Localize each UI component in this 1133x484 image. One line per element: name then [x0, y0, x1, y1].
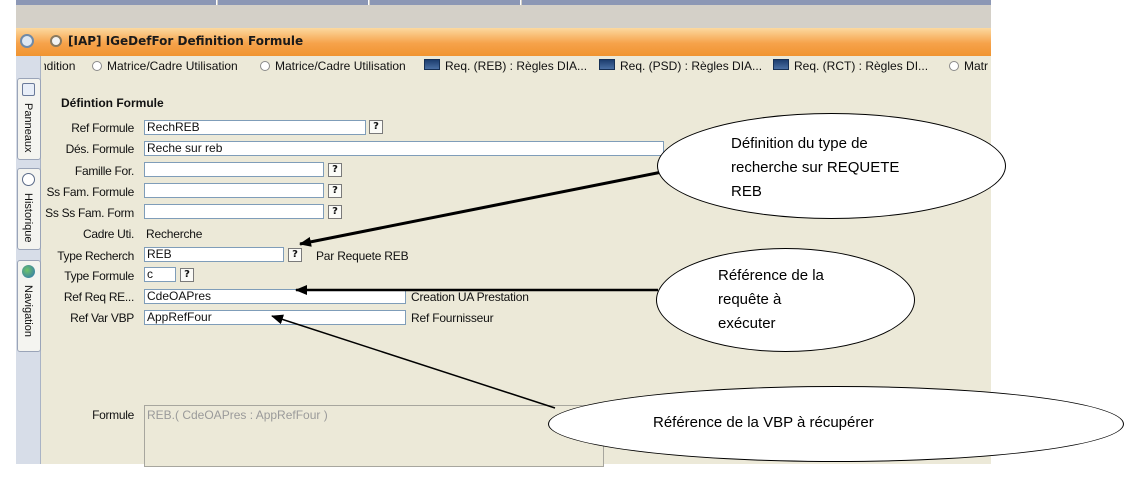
globe-icon: [22, 265, 35, 278]
sidebar-item-historique[interactable]: Historique: [17, 168, 41, 250]
callout-line: recherche sur REQUETE: [731, 159, 900, 176]
window-titlebar[interactable]: [IAP] IGeDefFor Definition Formule: [16, 28, 991, 56]
circle-c-icon: [92, 61, 102, 71]
ref-req-description: Creation UA Prestation: [411, 290, 529, 304]
window-title: [IAP] IGeDefFor Definition Formule: [68, 34, 304, 48]
tab-label: Matr: [964, 59, 988, 73]
tab-req-psd[interactable]: Req. (PSD) : Règles DIA...: [599, 59, 762, 75]
circle-c-icon: [949, 61, 959, 71]
sidebar-item-panneaux[interactable]: Panneaux: [17, 78, 41, 160]
tab-label: Req. (PSD) : Règles DIA...: [620, 59, 763, 73]
ref-var-description: Ref Fournisseur: [411, 311, 494, 325]
type-formule-field[interactable]: c: [144, 267, 176, 282]
table-icon: [773, 59, 789, 70]
cadre-label: Cadre Uti.: [82, 227, 134, 241]
sidebar-item-navigation[interactable]: Navigation: [17, 260, 41, 352]
sidebar-item-label: Historique: [22, 193, 34, 243]
tab-matrice-cadre-2[interactable]: Matrice/Cadre Utilisation: [260, 59, 406, 75]
type-recherch-field[interactable]: REB: [144, 247, 284, 262]
ss-ss-fam-field[interactable]: [144, 204, 324, 219]
ref-req-label: Ref Req RE...: [63, 290, 134, 304]
callout-line: REB: [731, 183, 762, 200]
type-formule-help-button[interactable]: ?: [180, 268, 194, 282]
ref-var-label: Ref Var VBP: [70, 311, 134, 325]
sidebar-item-label: Navigation: [22, 285, 34, 337]
app-circle-icon: [50, 35, 62, 47]
ref-formule-help-button[interactable]: ?: [369, 120, 383, 134]
callout-ref-requete-text: Référence de la requête à exécuter: [718, 264, 824, 336]
famille-field[interactable]: [144, 162, 324, 177]
callout-line: Référence de la VBP à récupérer: [653, 414, 874, 431]
ss-fam-help-button[interactable]: ?: [328, 184, 342, 198]
arrow-to-type-recherch: [299, 170, 663, 247]
formule-label: Formule: [92, 408, 134, 422]
tab-matrice-3[interactable]: Matr: [949, 59, 988, 75]
toolbar-segment: [16, 0, 217, 5]
sidebar-item-label: Panneaux: [22, 103, 34, 153]
panels-icon: [22, 83, 35, 96]
famille-help-button[interactable]: ?: [328, 163, 342, 177]
tab-label: Matrice/Cadre Utilisation: [275, 59, 406, 73]
circle-c-icon: [260, 61, 270, 71]
callout-ref-vbp: [548, 386, 1124, 462]
callout-line: Référence de la: [718, 267, 824, 284]
arrow-to-ref-var: [271, 314, 556, 409]
type-recherch-help-button[interactable]: ?: [288, 248, 302, 262]
tab-req-reb[interactable]: Req. (REB) : Règles DIA...: [424, 59, 587, 75]
window-menu-icon[interactable]: [20, 34, 34, 48]
famille-label: Famille For.: [74, 164, 134, 178]
callout-line: exécuter: [718, 315, 776, 332]
table-icon: [599, 59, 615, 70]
callout-type-recherche-text: Définition du type de recherche sur REQU…: [731, 132, 899, 204]
ref-req-field[interactable]: CdeOAPres: [144, 289, 406, 304]
ss-fam-field[interactable]: [144, 183, 324, 198]
des-formule-label: Dés. Formule: [65, 142, 135, 156]
tab-label: Matrice/Cadre Utilisation: [107, 59, 238, 73]
formule-textarea[interactable]: REB.( CdeOAPres : AppRefFour ): [144, 405, 604, 467]
des-formule-field[interactable]: Reche sur reb: [144, 141, 664, 156]
callout-type-recherche: [657, 113, 1006, 219]
side-panel-bar: Panneaux Historique Navigation: [16, 56, 41, 464]
tab-req-rct[interactable]: Req. (RCT) : Règles DI...: [773, 59, 928, 75]
callout-ref-vbp-text: Référence de la VBP à récupérer: [653, 411, 874, 435]
section-title: Défintion Formule: [61, 96, 164, 110]
table-icon: [424, 59, 440, 70]
top-toolbar-strip: [16, 0, 991, 28]
tab-matrice-cadre-1[interactable]: Matrice/Cadre Utilisation: [92, 59, 238, 75]
tab-label: Req. (REB) : Règles DIA...: [445, 59, 588, 73]
cadre-value: Recherche: [146, 227, 203, 241]
ref-formule-label: Ref Formule: [71, 121, 134, 135]
type-recherch-label: Type Recherch: [57, 249, 134, 263]
type-recherch-description: Par Requete REB: [316, 249, 409, 263]
ss-ss-fam-help-button[interactable]: ?: [328, 205, 342, 219]
history-icon: [22, 173, 35, 186]
callout-line: requête à: [718, 291, 782, 308]
ss-fam-label: Ss Fam. Formule: [46, 185, 134, 199]
ref-formule-field[interactable]: RechREB: [144, 120, 366, 135]
toolbar-segment: [522, 0, 991, 5]
toolbar-segment: [218, 0, 369, 5]
toolbar-segment: [370, 0, 521, 5]
callout-line: Définition du type de: [731, 135, 868, 152]
callout-ref-requete: [656, 248, 915, 352]
type-formule-label: Type Formule: [64, 269, 134, 283]
ss-ss-fam-label: Ss Ss Fam. Form: [45, 206, 134, 220]
tab-label: Req. (RCT) : Règles DI...: [794, 59, 929, 73]
